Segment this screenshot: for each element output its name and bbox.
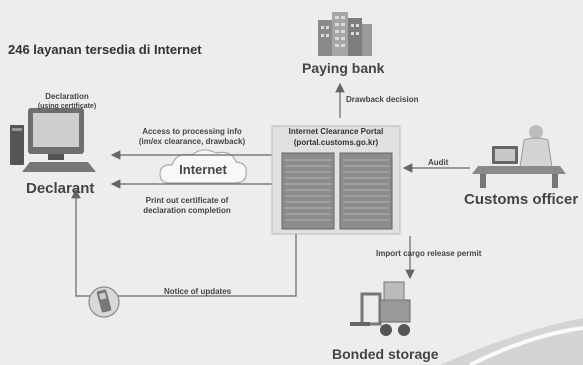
- printout-label-line2: declaration completion: [143, 206, 231, 215]
- paying-bank-label: Paying bank: [302, 60, 385, 76]
- decorative-swoosh: [440, 318, 583, 365]
- portal-url: (portal.customs.go.kr): [293, 138, 379, 147]
- access-label-line2: (im/ex clearance, drawback): [138, 137, 246, 146]
- notice-label: Notice of updates: [164, 287, 232, 296]
- portal-title: Internet Clearance Portal: [288, 127, 384, 136]
- forklift-icon: [350, 281, 411, 336]
- officer-icon: [472, 125, 566, 188]
- declarant-label: Declarant: [26, 180, 95, 197]
- bonded-storage-label: Bonded storage: [332, 346, 439, 362]
- internet-label: Internet: [179, 162, 227, 177]
- server-icon: [271, 125, 401, 235]
- access-label-line1: Access to processing info: [142, 127, 242, 136]
- printout-label-line1: Print out certificate of: [145, 196, 229, 205]
- audit-label: Audit: [428, 158, 449, 167]
- building-icon: [318, 12, 372, 56]
- decorative-swoosh-line: [469, 326, 583, 365]
- cloud-icon: [159, 149, 247, 184]
- computer-icon: [10, 108, 96, 172]
- customs-officer-label: Customs officer: [464, 191, 579, 208]
- declaration-sub-label: (using certificate): [37, 103, 97, 110]
- notice-line: [71, 188, 297, 297]
- mobile-phone-icon: [88, 286, 120, 318]
- drawback-decision-label: Drawback decision: [346, 95, 419, 104]
- page-title: 246 layanan tersedia di Internet: [8, 42, 202, 57]
- import-permit-label: Import cargo release permit: [376, 249, 482, 258]
- declaration-label: Declaration: [45, 92, 89, 101]
